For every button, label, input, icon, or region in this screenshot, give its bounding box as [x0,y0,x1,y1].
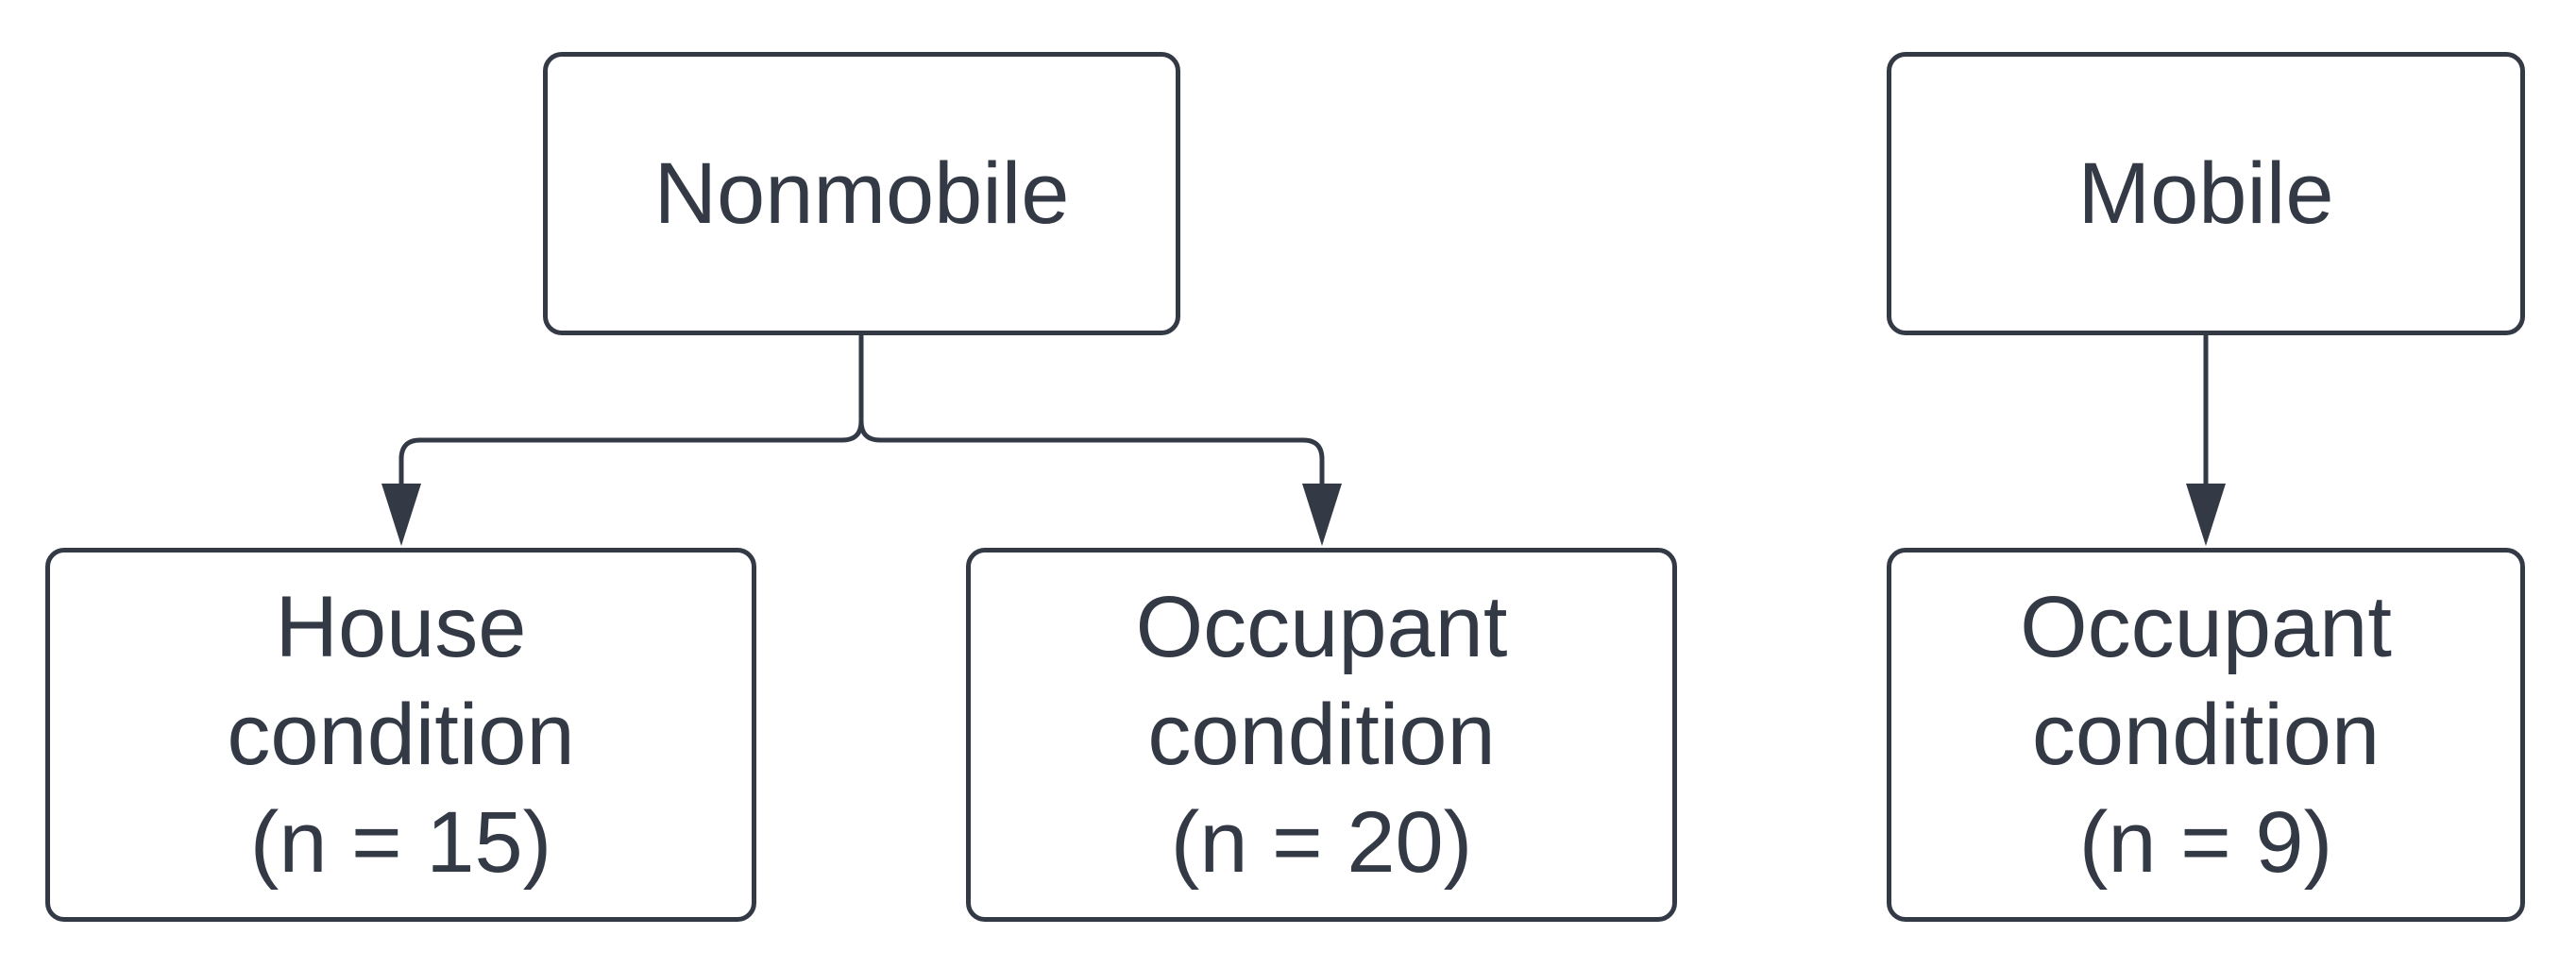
node-occupant-condition-mobile: Occupant condition (n = 9) [1887,548,2525,922]
node-label-line: House [275,579,527,675]
node-house-condition: House condition (n = 15) [45,548,756,922]
node-count-label: (n = 9) [2078,794,2333,891]
node-occupant-condition-nonmobile: Occupant condition (n = 20) [966,548,1677,922]
node-label-line: Occupant [2020,579,2392,675]
node-label-line: condition [227,687,575,783]
node-label-line: Occupant [1135,579,1508,675]
node-nonmobile: Nonmobile [543,52,1180,335]
arrowhead-occupant-condition-mobile [2186,484,2226,546]
arrowhead-house-condition [381,484,421,546]
node-mobile: Mobile [1887,52,2525,335]
edge-nonmobile-to-house-condition [398,332,864,500]
node-count-label: (n = 15) [249,794,552,891]
node-label-line: Nonmobile [653,145,1070,242]
node-label-line: Mobile [2077,145,2334,242]
node-count-label: (n = 20) [1170,794,1473,891]
node-label-line: condition [1147,687,1496,783]
edge-nonmobile-to-occupant-condition [858,332,1325,500]
node-label-line: condition [2031,687,2381,783]
arrowhead-occupant-condition-nonmobile [1302,484,1342,546]
